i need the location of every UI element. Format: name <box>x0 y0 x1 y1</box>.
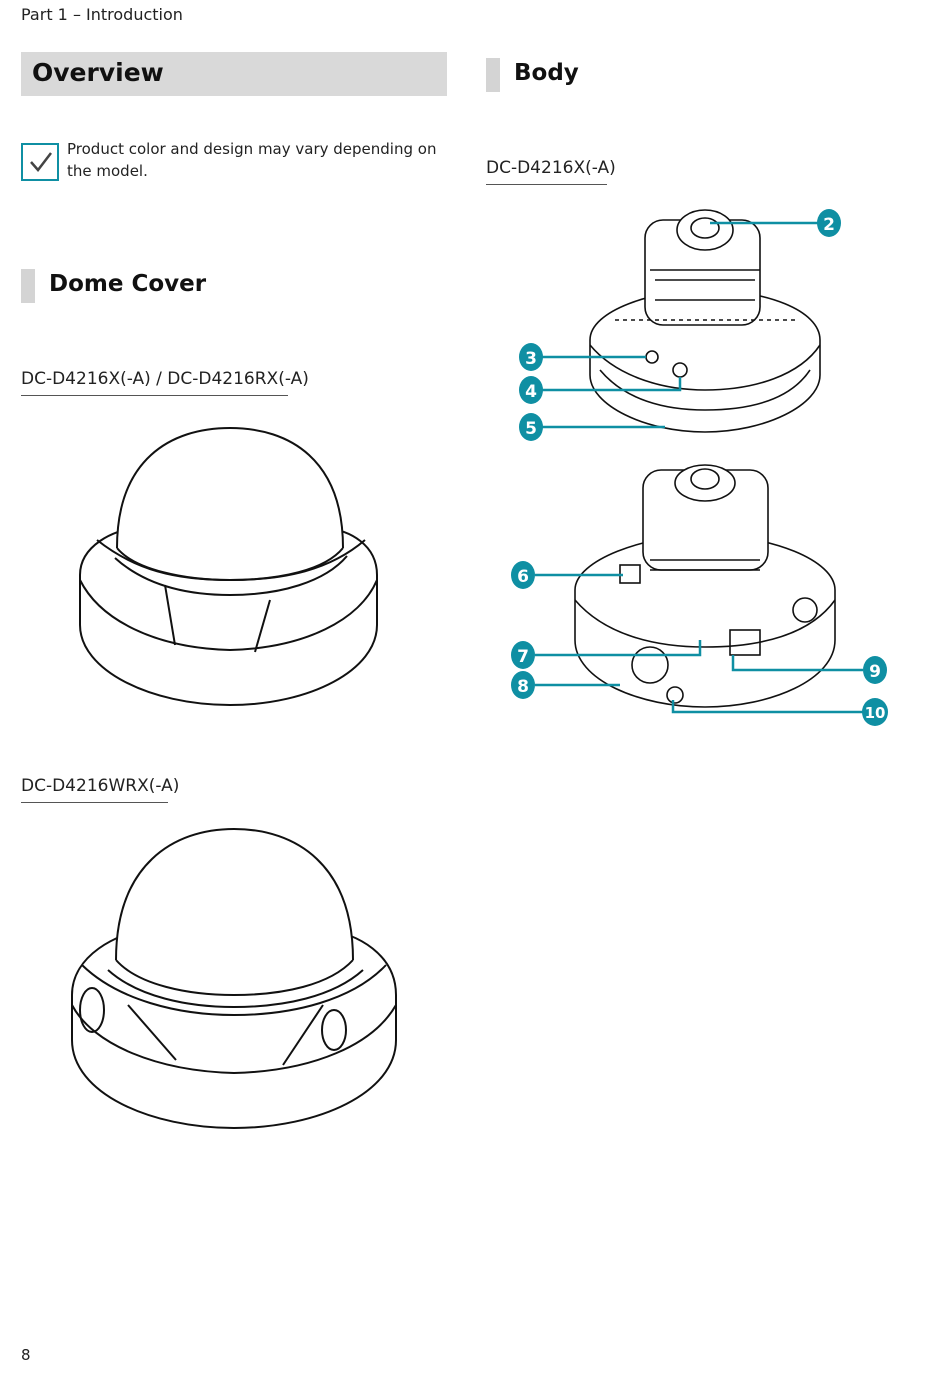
dome-cover-title: Dome Cover <box>49 271 207 297</box>
overview-title: Overview <box>32 58 164 87</box>
note-text: Product color and design may vary depend… <box>67 140 437 180</box>
callout-4: 4 <box>525 382 537 402</box>
camera-body-bottom-illustration: 6 7 8 9 10 <box>511 464 888 726</box>
dome-model-label-1: DC-D4216X(-A) / DC-D4216RX(-A) <box>21 369 309 396</box>
callout-8: 8 <box>517 677 529 697</box>
callout-7: 7 <box>517 647 529 667</box>
callout-9: 9 <box>869 662 881 682</box>
note-check-icon <box>21 143 59 181</box>
callout-2: 2 <box>823 215 835 235</box>
dome-cover-illustration-1 <box>79 426 378 707</box>
callout-markers-body-bottom: 6 7 8 9 10 <box>511 561 888 726</box>
callout-3: 3 <box>525 349 537 369</box>
body-marker <box>486 58 500 92</box>
body-title: Body <box>514 60 579 86</box>
page-number: 8 <box>21 1346 31 1364</box>
dome-model-label-2: DC-D4216WRX(-A) <box>21 776 179 803</box>
body-model-label: DC-D4216X(-A) <box>486 158 616 185</box>
callout-6: 6 <box>517 567 529 587</box>
dome-cover-illustration-2 <box>71 827 397 1130</box>
overview-title-bar <box>21 52 447 96</box>
callout-markers-body-top: 2 3 4 5 <box>519 209 841 441</box>
dome-cover-marker <box>21 269 35 303</box>
callout-5: 5 <box>525 419 537 439</box>
camera-body-top-illustration: 2 3 4 5 <box>519 209 841 441</box>
page-header: Part 1 – Introduction <box>21 5 183 24</box>
callout-10: 10 <box>865 704 886 722</box>
